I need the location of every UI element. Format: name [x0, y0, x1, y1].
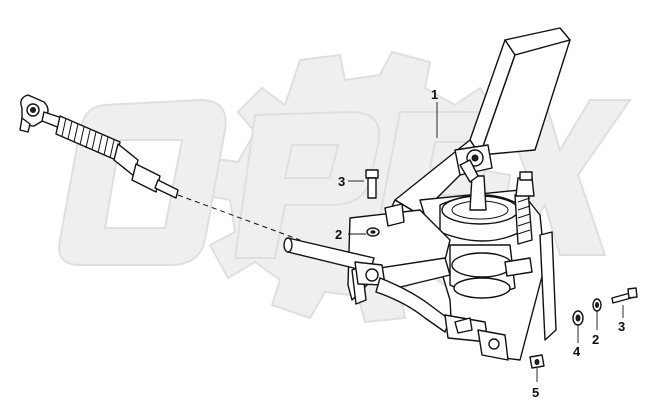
callout-3-left: 3 [338, 174, 345, 189]
callout-2-right: 2 [592, 332, 599, 347]
callout-2-left: 2 [335, 227, 342, 242]
callout-4: 4 [573, 344, 581, 359]
push-rod-assembly [19, 94, 179, 199]
fastener-group-right [572, 287, 638, 326]
bolt-left [365, 169, 379, 199]
alignment-line [177, 194, 301, 241]
side-rod [283, 237, 386, 286]
callout-1: 1 [431, 87, 438, 102]
nut-lower [529, 354, 545, 369]
washer-left [366, 227, 380, 237]
leader-lines [348, 102, 624, 382]
callout-5: 5 [532, 385, 539, 400]
hose-linkage [375, 277, 509, 361]
callout-3-right: 3 [618, 319, 625, 334]
